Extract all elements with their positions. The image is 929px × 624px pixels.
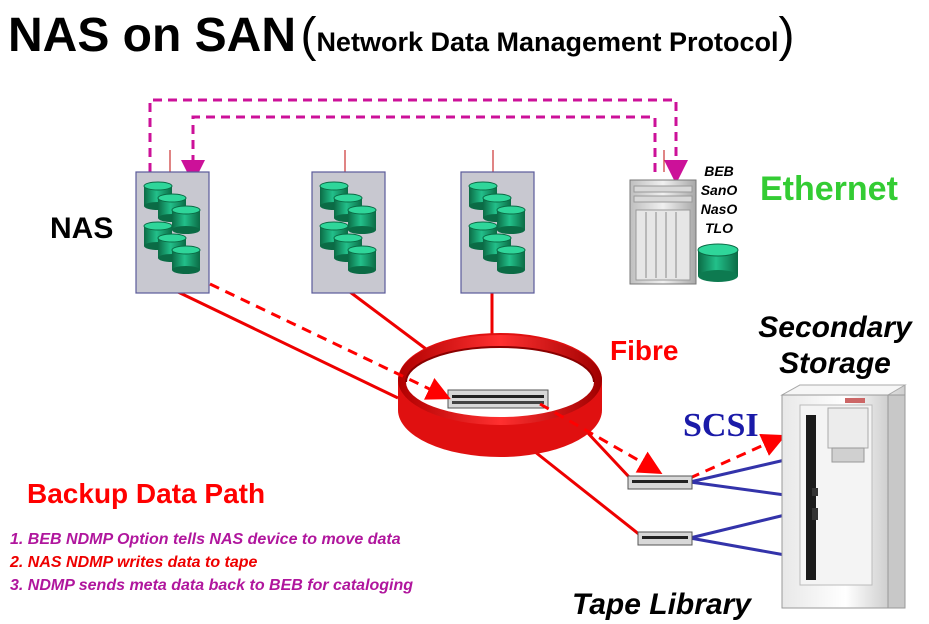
server-options-list: BEB SanO NasO TLO — [700, 162, 738, 238]
tape-library-label: Tape Library — [572, 588, 751, 621]
backup-step-1: 1. BEB NDMP Option tells NAS device to m… — [10, 531, 401, 548]
server-disk-icon — [697, 243, 739, 282]
backup-path-title: Backup Data Path — [27, 478, 266, 509]
server-option-sano: SanO — [700, 182, 738, 198]
scsi-links — [689, 458, 786, 557]
tape-library-icon — [780, 384, 907, 609]
ethernet-label: Ethernet — [760, 170, 898, 208]
nas-disk-array-icon — [311, 171, 386, 294]
secondary-storage-label: Secondary Storage — [758, 311, 912, 380]
scsi-bridge-icon-1 — [627, 475, 693, 490]
nas-disk-array-icon — [460, 171, 535, 294]
scsi-bridge-icon-2 — [637, 531, 693, 546]
server-option-beb: BEB — [704, 163, 734, 179]
ethernet-drops — [169, 150, 665, 172]
title-main: NAS on SAN — [8, 9, 296, 62]
backup-step-2: 2. NAS NDMP writes data to tape — [10, 554, 258, 571]
scsi-label: SCSI — [683, 407, 759, 444]
nas-disk-array-icon — [135, 171, 210, 294]
server-option-naso: NasO — [700, 201, 738, 217]
backup-server-icon — [629, 179, 697, 285]
server-option-tlo: TLO — [705, 220, 733, 236]
title-open-paren: ( — [300, 9, 317, 62]
backup-step-3: 3. NDMP sends meta data back to BEB for … — [10, 577, 414, 594]
backup-data-path — [209, 282, 786, 480]
ndmp-control-path — [148, 98, 688, 184]
fibre-label: Fibre — [610, 335, 679, 366]
page-title: NAS on SAN (Network Data Management Prot… — [8, 8, 795, 63]
nas-label: NAS — [50, 212, 114, 245]
title-close-paren: ) — [778, 9, 795, 62]
fibre-switch-icon — [447, 389, 549, 409]
nas-units — [135, 171, 535, 294]
title-subtitle: Network Data Management Protocol — [316, 27, 779, 57]
backup-steps-list: 1. BEB NDMP Option tells NAS device to m… — [10, 528, 413, 597]
